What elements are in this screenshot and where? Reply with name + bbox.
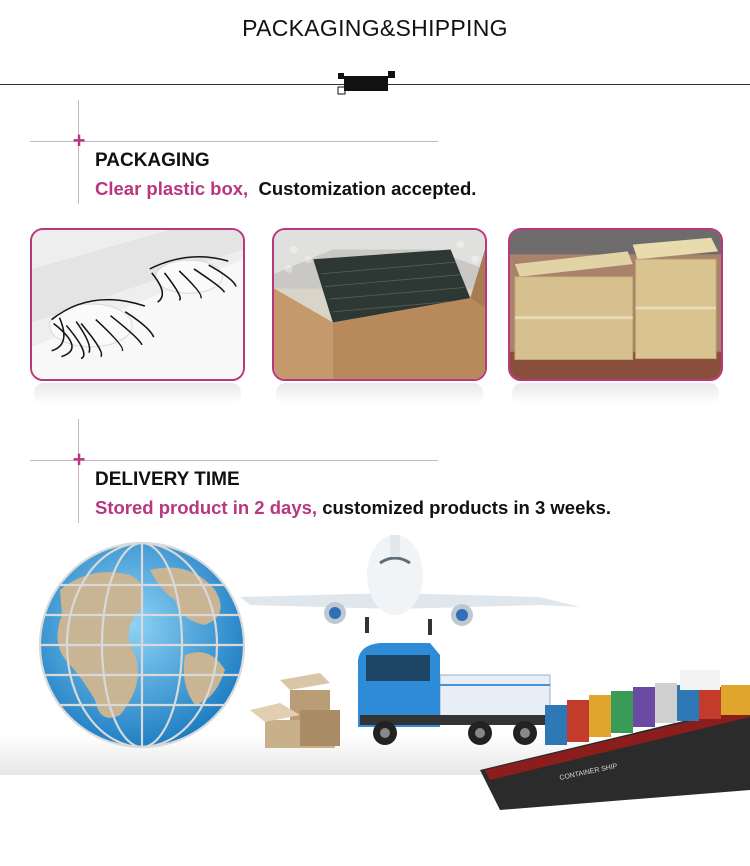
- airplane-icon: [240, 535, 580, 635]
- delivery-highlight: Stored product in 2 days,: [95, 497, 318, 518]
- photo-reflection: [512, 383, 719, 405]
- logistics-illustration: CONTAINER SHIP: [0, 535, 750, 840]
- globe-icon: [38, 541, 246, 749]
- section-horizontal-line: [30, 460, 438, 461]
- delivery-section-frame: +: [30, 419, 440, 529]
- truck-icon: [358, 643, 551, 745]
- page-title: PACKAGING&SHIPPING: [242, 15, 508, 41]
- section-horizontal-line: [30, 141, 438, 142]
- header-ornament-icon: [337, 71, 395, 95]
- photo-reflection: [34, 383, 241, 405]
- photo-sealed-cartons: [508, 228, 723, 381]
- photo-lashes-tray: [30, 228, 245, 381]
- packaging-highlight: Clear plastic box,: [95, 178, 249, 199]
- container-ship-icon: CONTAINER SHIP: [480, 670, 750, 810]
- cardboard-boxes-icon: [250, 673, 340, 748]
- packaging-title: PACKAGING: [95, 150, 210, 171]
- photo-reflection: [276, 383, 483, 405]
- delivery-title: DELIVERY TIME: [95, 469, 240, 490]
- packaging-section-frame: +: [30, 100, 440, 210]
- plus-icon: +: [72, 447, 86, 472]
- delivery-text: customized products in 3 weeks.: [322, 497, 612, 518]
- section-vertical-line: [78, 419, 79, 523]
- delivery-description: Stored product in 2 days, customized pro…: [95, 497, 611, 519]
- packaging-description: Clear plastic box, Customization accepte…: [95, 178, 476, 200]
- plus-icon: +: [72, 128, 86, 153]
- photo-carton-bubble-wrap: [272, 228, 487, 381]
- packaging-text: Customization accepted.: [258, 178, 477, 199]
- section-vertical-line: [78, 100, 79, 204]
